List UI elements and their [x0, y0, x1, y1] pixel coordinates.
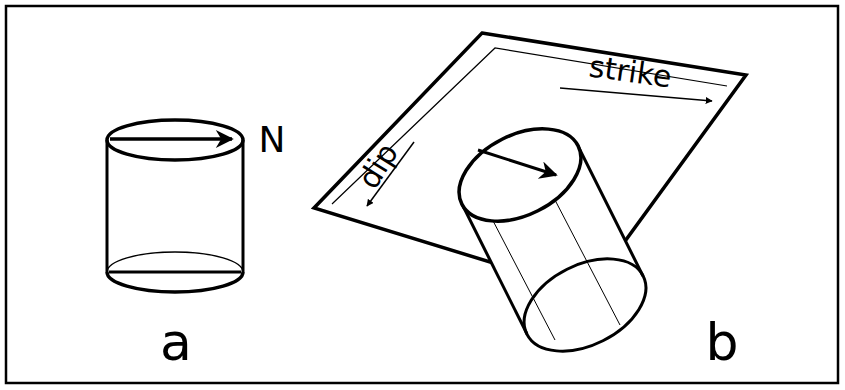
tilted-core [444, 110, 661, 370]
vertical-core [107, 120, 243, 292]
panel-label: a [160, 316, 192, 368]
panel-label: b [705, 316, 738, 368]
north-label: N [259, 122, 286, 158]
frame-border [6, 6, 838, 383]
